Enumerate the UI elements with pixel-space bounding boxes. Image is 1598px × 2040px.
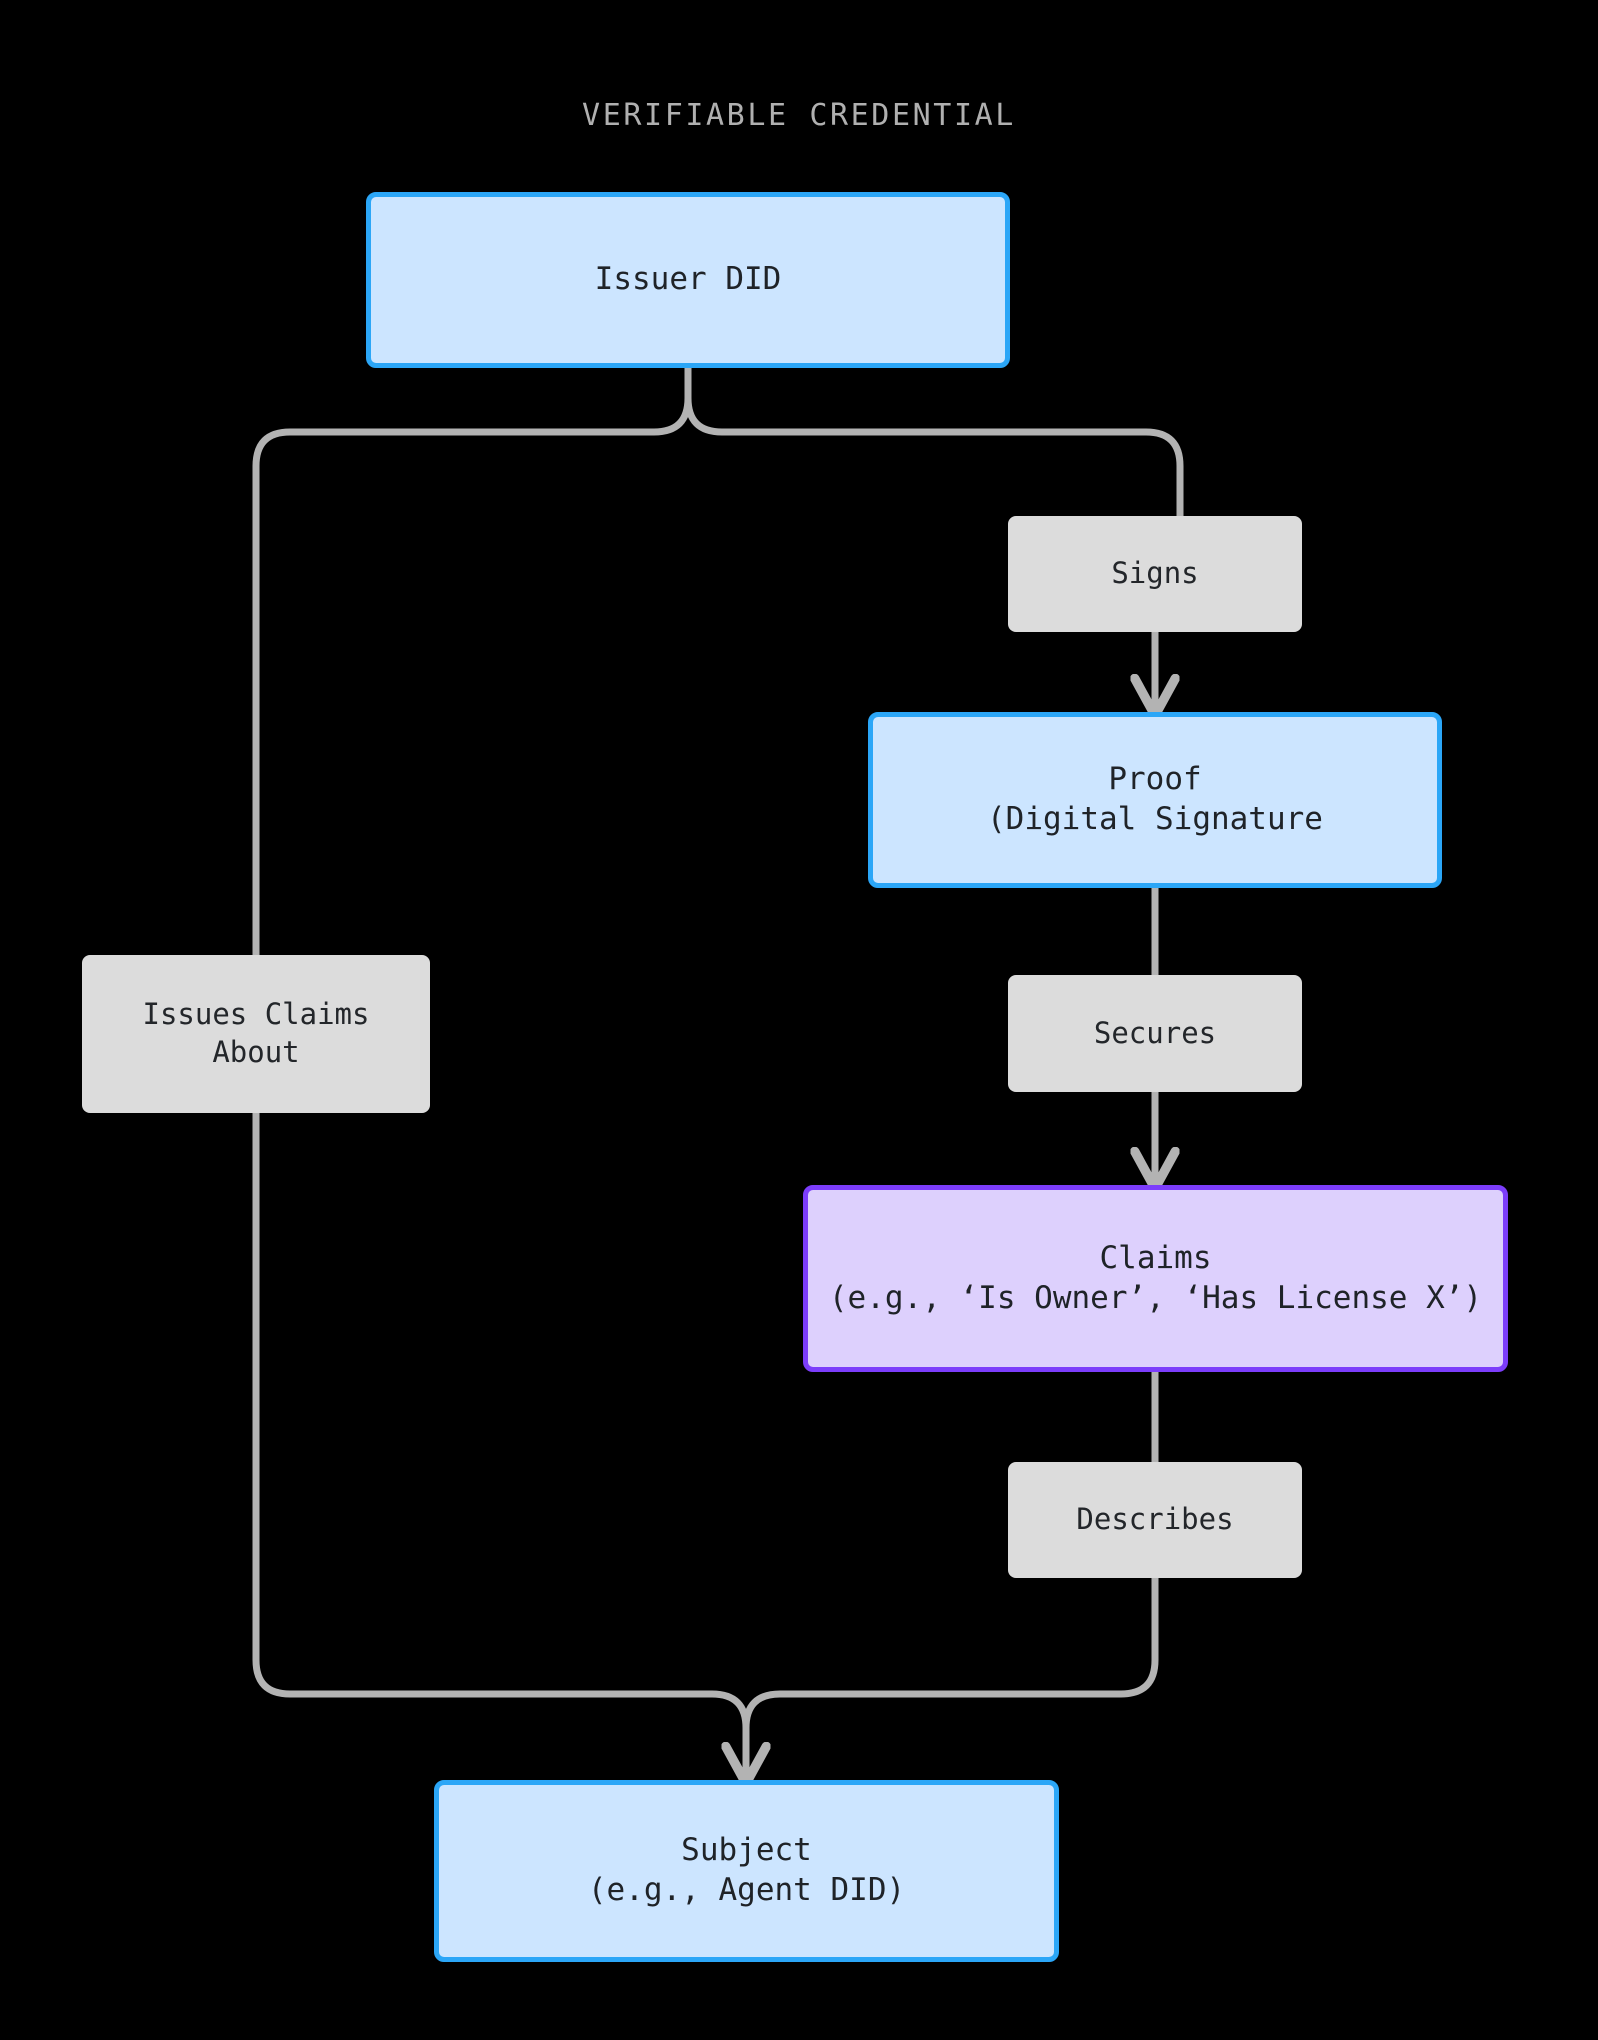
node-claims-line1: Claims <box>1099 1239 1212 1276</box>
node-issuer-did[interactable]: Issuer DID <box>366 192 1010 368</box>
edge-label-issues-claims-about-line1: Issues Claims <box>142 997 370 1032</box>
edge-label-describes: Describes <box>1008 1462 1302 1578</box>
edge-label-secures-text: Secures <box>1093 1015 1217 1050</box>
node-claims-line2: (e.g., ‘Is Owner’, ‘Has License X’) <box>828 1279 1483 1316</box>
edge-issuer-to-issues-label <box>252 364 692 959</box>
edge-label-signs: Signs <box>1008 516 1302 632</box>
node-proof-line2: (Digital Signature <box>987 801 1323 837</box>
edge-label-signs-text: Signs <box>1111 556 1199 591</box>
diagram-title: VERIFIABLE CREDENTIAL <box>582 98 1016 133</box>
edge-describes-to-subject <box>746 1574 1159 1780</box>
edge-label-issues-claims-about-line2: About <box>212 1035 300 1069</box>
node-subject[interactable]: Subject (e.g., Agent DID) <box>434 1780 1059 1962</box>
node-proof[interactable]: Proof (Digital Signature <box>868 712 1442 888</box>
edge-label-issues-claims-about: Issues Claims About <box>82 955 430 1113</box>
edge-issuer-to-signs <box>684 364 1184 520</box>
node-subject-line2: (e.g., Agent DID) <box>587 1872 906 1908</box>
node-claims[interactable]: Claims (e.g., ‘Is Owner’, ‘Has License X… <box>803 1185 1508 1372</box>
node-proof-line1: Proof <box>1108 761 1202 798</box>
node-subject-line1: Subject <box>681 1832 812 1869</box>
edge-label-describes-text: Describes <box>1076 1502 1234 1537</box>
edge-label-secures: Secures <box>1008 975 1302 1092</box>
node-issuer-did-line1: Issuer DID <box>594 261 782 298</box>
edge-issues-label-to-subject <box>252 1109 750 1784</box>
